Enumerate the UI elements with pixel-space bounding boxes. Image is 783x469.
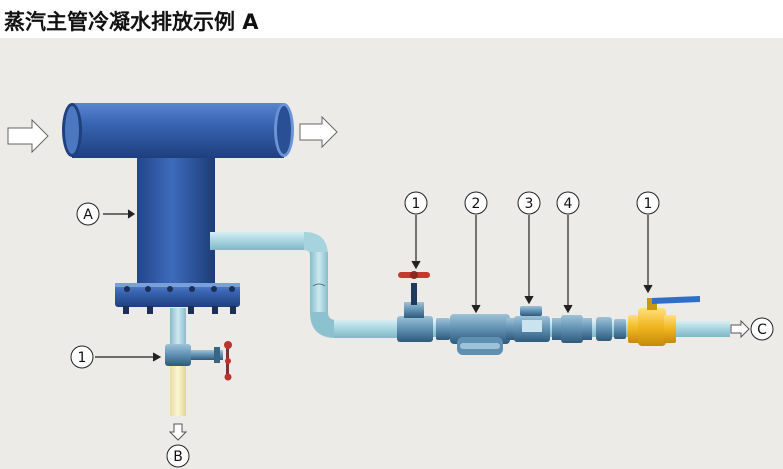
label-1-left-callout: 1 [70, 345, 94, 369]
steam-trap [436, 314, 520, 355]
label-1-drain-valve: 1 [78, 350, 87, 366]
label-3-callout: 3 [517, 191, 541, 215]
drain-outlet-arrow [168, 423, 188, 441]
diagram-title: 蒸汽主管冷凝水排放示例 A [4, 10, 259, 34]
drip-leg-flange [115, 283, 240, 314]
label-a-callout: A [76, 202, 100, 226]
label-1-ball-valve: 1 [644, 196, 653, 212]
label-a: A [83, 207, 93, 223]
label-1-ball-callout: 1 [636, 191, 660, 215]
flow-arrow-in [7, 118, 49, 154]
label-3-sight-glass: 3 [525, 196, 534, 212]
drain-valve-assembly [165, 308, 232, 416]
sight-glass [514, 306, 550, 342]
globe-valve [397, 271, 433, 342]
label-2-steam-trap: 2 [472, 196, 481, 212]
leader-arrows [95, 209, 653, 362]
union-fittings [596, 317, 626, 341]
check-valve [552, 315, 592, 343]
label-1-globe-valve: 1 [412, 196, 421, 212]
label-2-callout: 2 [464, 191, 488, 215]
drip-leg-pipe [137, 135, 215, 290]
ball-valve [628, 296, 700, 346]
label-c: C [757, 322, 767, 338]
label-1-globe-callout: 1 [404, 191, 428, 215]
label-4-check-valve: 4 [564, 196, 573, 212]
label-b: B [173, 449, 183, 465]
label-b-callout: B [166, 444, 190, 468]
label-4-callout: 4 [556, 191, 580, 215]
main-steam-pipe [62, 103, 294, 158]
condensate-branch-pipe [210, 232, 404, 338]
flow-arrow-out [299, 115, 338, 149]
label-c-callout: C [750, 317, 774, 341]
outlet-arrow [730, 319, 750, 339]
